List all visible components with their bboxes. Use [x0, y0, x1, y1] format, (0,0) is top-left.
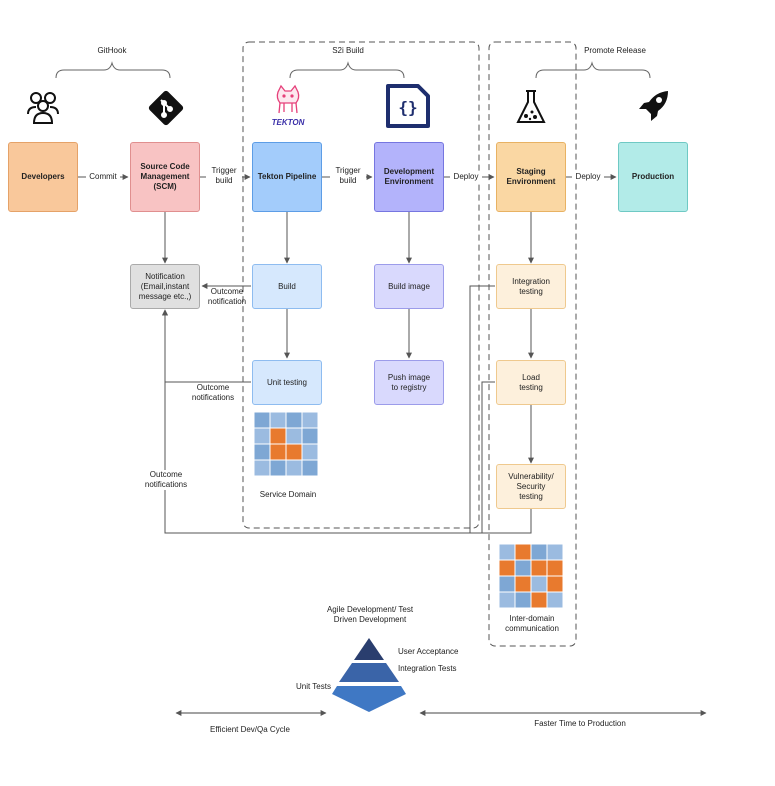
staging-group-border — [488, 41, 577, 647]
svg-text:{}: {} — [398, 98, 417, 117]
pyramid-middle-label: Integration Tests — [398, 664, 457, 673]
push-image-label: Push image to registry — [387, 372, 431, 392]
staging-env-label: Staging Environment — [506, 167, 556, 186]
promote-release-label: Promote Release — [584, 46, 646, 55]
outcome-notifications-label-2: Outcome notifications — [191, 383, 235, 402]
s2i-group-border — [242, 41, 480, 529]
puzzle-inter-domain-icon — [499, 544, 563, 609]
notification-label: Notification (Email,instant message etc.… — [138, 271, 192, 301]
pyramid-title: Agile Development/ Test Driven Developme… — [326, 605, 414, 624]
outcome-notifications-label-3: Outcome notifications — [138, 470, 194, 490]
scm-box: Source Code Management (SCM) — [130, 142, 200, 212]
vuln-to-notification-line — [162, 309, 532, 534]
pyramid-top — [354, 638, 384, 660]
build-box: Build — [252, 264, 322, 309]
developers-label: Developers — [21, 172, 65, 181]
service-domain-caption: Service Domain — [259, 490, 317, 499]
load-feedback-line — [481, 381, 495, 533]
vulnerability-testing-box: Vulnerability/ Security testing — [496, 464, 566, 509]
json-file-icon: {} — [386, 84, 430, 128]
deploy-label-2: Deploy — [572, 172, 604, 182]
production-label: Production — [631, 172, 675, 181]
git-icon — [148, 90, 184, 126]
flask-icon — [516, 90, 546, 123]
unit-testing-box: Unit testing — [252, 360, 322, 405]
promote-brace — [535, 61, 651, 79]
tekton-pipeline-box: Tekton Pipeline — [252, 142, 322, 212]
rocket-icon — [639, 91, 668, 121]
pyramid-middle — [339, 663, 399, 682]
vulnerability-testing-label: Vulnerability/ Security testing — [508, 471, 554, 501]
pyramid-bottom-label: Unit Tests — [296, 682, 331, 691]
trigger-build-label-2: Trigger build — [330, 166, 366, 186]
load-testing-label: Load testing — [519, 372, 543, 392]
staging-env-box: Staging Environment — [496, 142, 566, 212]
integration-testing-label: Integration testing — [512, 276, 550, 296]
deploy-label-1: Deploy — [450, 172, 482, 182]
push-image-box: Push image to registry — [374, 360, 444, 405]
dev-qa-cycle-label: Efficient Dev/Qa Cycle — [210, 725, 290, 734]
dev-env-box: Development Environment — [374, 142, 444, 212]
s2i-brace — [289, 61, 405, 79]
production-box: Production — [618, 142, 688, 212]
tekton-cat-icon — [276, 84, 300, 114]
tekton-pipeline-label: Tekton Pipeline — [257, 172, 317, 181]
unit-to-notification-line — [162, 309, 251, 383]
tekton-logo-text: TEKTON — [271, 118, 305, 127]
time-to-production-label: Faster Time to Production — [534, 719, 626, 728]
trigger-build-label-1: Trigger build — [206, 166, 242, 186]
githook-label: GitHook — [97, 46, 127, 55]
outcome-notification-label-1: Outcome notification — [207, 287, 247, 306]
build-image-box: Build image — [374, 264, 444, 309]
developers-box: Developers — [8, 142, 78, 212]
s2i-build-label: S2i Build — [332, 46, 364, 55]
build-image-label: Build image — [388, 281, 430, 291]
githook-brace — [55, 61, 171, 79]
integration-feedback-line — [469, 285, 495, 533]
load-testing-box: Load testing — [496, 360, 566, 405]
commit-label: Commit — [86, 172, 120, 182]
dev-env-label: Development Environment — [383, 167, 435, 186]
scm-label: Source Code Management (SCM) — [140, 162, 190, 191]
notification-box: Notification (Email,instant message etc.… — [130, 264, 200, 309]
pyramid-top-label: User Acceptance — [398, 647, 459, 656]
pyramid-bottom — [332, 686, 406, 712]
inter-domain-caption: Inter-domain communication — [505, 614, 559, 633]
users-icon — [27, 92, 59, 124]
puzzle-icon — [254, 412, 319, 477]
build-label: Build — [278, 281, 296, 291]
integration-testing-box: Integration testing — [496, 264, 566, 309]
unit-testing-label: Unit testing — [266, 377, 308, 387]
